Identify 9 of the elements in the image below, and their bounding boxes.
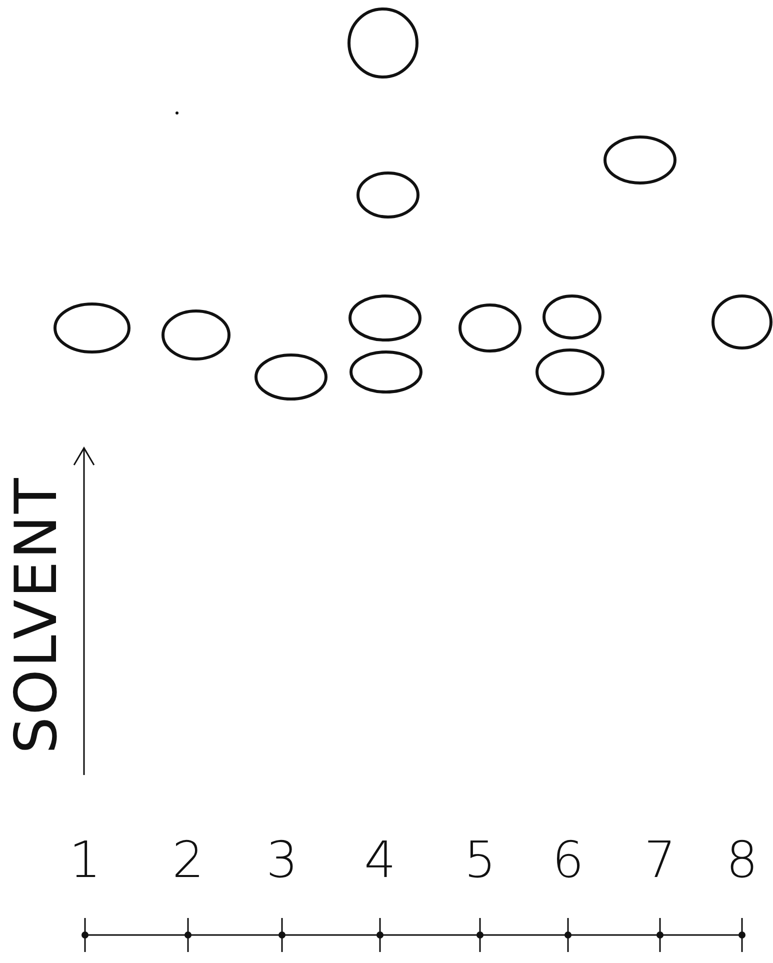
lane-number: 1 (69, 835, 101, 885)
lane-number: 3 (266, 835, 298, 885)
lane-number: 2 (172, 835, 204, 885)
lane-number: 5 (464, 835, 496, 885)
lane-number: 7 (644, 835, 676, 885)
axis-label: SOLVENT (6, 476, 65, 754)
lane-number: 8 (726, 835, 758, 885)
lane-number: 6 (552, 835, 584, 885)
lane-number: 4 (364, 835, 396, 885)
